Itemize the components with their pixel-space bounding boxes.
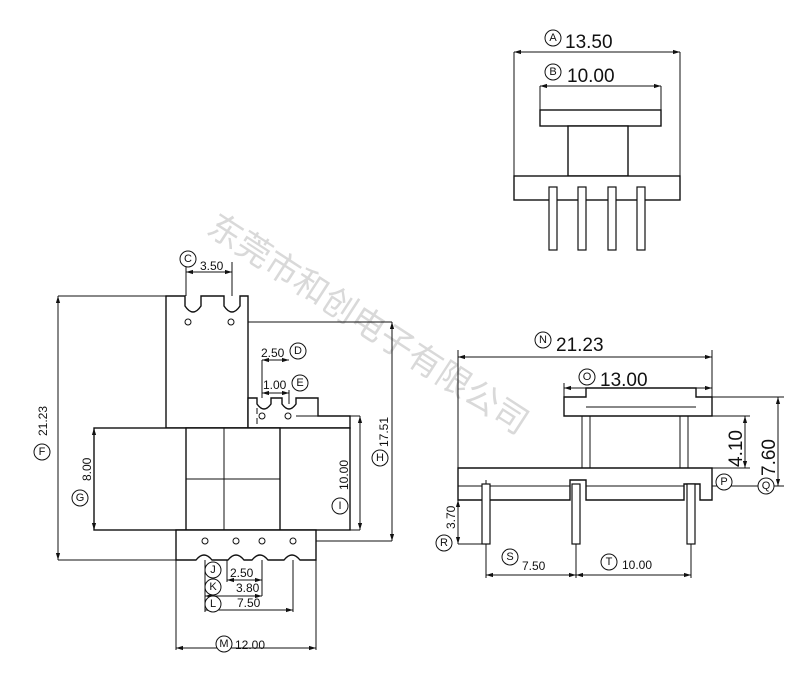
- dim-T: T 10.00: [600, 553, 652, 572]
- dim-G-letter: G: [76, 492, 85, 504]
- dim-H: H 17.51: [371, 417, 391, 467]
- dim-D-letter: D: [294, 345, 302, 357]
- dim-C-value: 3.50: [200, 259, 224, 273]
- dim-N-letter: N: [539, 334, 547, 346]
- dim-P-letter: P: [720, 476, 727, 488]
- dim-B-value: 10.00: [567, 66, 615, 87]
- top-pin-4: [636, 186, 646, 251]
- dim-J: J 2.50: [204, 561, 254, 580]
- dim-G: G 8.00: [71, 457, 94, 507]
- dim-A-value: 13.50: [565, 32, 613, 53]
- dim-A: A 13.50: [544, 29, 613, 53]
- dim-D: 2.50 D: [261, 342, 307, 360]
- dim-Q-value: 7.60: [759, 439, 780, 476]
- dim-N: N 21.23: [534, 331, 604, 356]
- front-side-block: [247, 397, 351, 429]
- dim-L: L 7.50: [204, 595, 261, 613]
- dim-P: P 4.10: [715, 430, 747, 491]
- side-view: [455, 350, 784, 578]
- dim-E-letter: E: [296, 377, 303, 389]
- dim-Q-letter: Q: [762, 480, 771, 492]
- side-pin-2: [571, 483, 581, 545]
- dim-O-letter: O: [583, 371, 592, 383]
- dim-I: I 10.00: [331, 460, 351, 515]
- dim-C-letter: C: [184, 253, 192, 265]
- dim-T-letter: T: [606, 556, 613, 568]
- dim-F: F 21.23: [33, 406, 51, 461]
- dim-P-value: 4.10: [726, 430, 747, 467]
- top-pin-1: [548, 186, 558, 251]
- dim-J-value: 2.50: [230, 566, 254, 580]
- side-pin-1: [481, 483, 491, 545]
- dim-F-letter: F: [39, 446, 46, 458]
- dim-I-letter: I: [338, 500, 341, 512]
- dim-D-value: 2.50: [261, 346, 285, 360]
- dim-A-letter: A: [549, 32, 557, 44]
- dim-F-value: 21.23: [36, 406, 50, 436]
- dim-B: B 10.00: [544, 63, 615, 87]
- dim-I-value: 10.00: [337, 460, 351, 490]
- dim-H-value: 17.51: [377, 417, 391, 447]
- dim-M: M 12.00: [215, 635, 265, 653]
- dim-Q: Q 7.60: [757, 439, 780, 495]
- side-top-flange: [563, 387, 713, 417]
- dim-K-value: 3.80: [236, 581, 260, 595]
- dim-K: K 3.80: [204, 578, 260, 596]
- dim-R-letter: R: [440, 537, 448, 549]
- dim-O: O 13.00: [578, 368, 648, 391]
- dim-J-letter: J: [210, 564, 216, 576]
- dim-E-value: 1.00: [263, 378, 287, 392]
- dim-S: S 7.50: [501, 548, 546, 573]
- dim-T-value: 10.00: [622, 558, 652, 572]
- top-flange: [539, 109, 662, 127]
- top-base: [513, 175, 681, 201]
- dim-R-value: 3.70: [444, 505, 458, 529]
- top-pin-3: [607, 186, 617, 251]
- side-base: [457, 467, 713, 501]
- dim-G-value: 8.00: [80, 457, 94, 481]
- dim-L-letter: L: [210, 598, 216, 610]
- side-pin-3: [686, 483, 696, 545]
- top-pin-2: [577, 186, 587, 251]
- dim-H-letter: H: [376, 452, 384, 464]
- dim-M-letter: M: [219, 638, 228, 650]
- dim-N-value: 21.23: [556, 335, 604, 356]
- dim-M-value: 12.00: [235, 638, 265, 652]
- dim-S-value: 7.50: [522, 559, 546, 573]
- front-bottom-plate: [175, 529, 317, 561]
- dim-C: C 3.50: [179, 250, 224, 273]
- top-core: [567, 125, 629, 177]
- dim-E: 1.00 E: [263, 374, 309, 392]
- top-view: [513, 49, 681, 251]
- dim-S-letter: S: [506, 551, 513, 563]
- dim-B-letter: B: [549, 66, 556, 78]
- front-view: [55, 262, 395, 651]
- dim-L-value: 7.50: [237, 596, 261, 610]
- dim-R: R 3.70: [435, 505, 458, 552]
- dim-K-letter: K: [209, 581, 217, 593]
- front-top-plate: [165, 295, 249, 429]
- dim-O-value: 13.00: [600, 370, 648, 391]
